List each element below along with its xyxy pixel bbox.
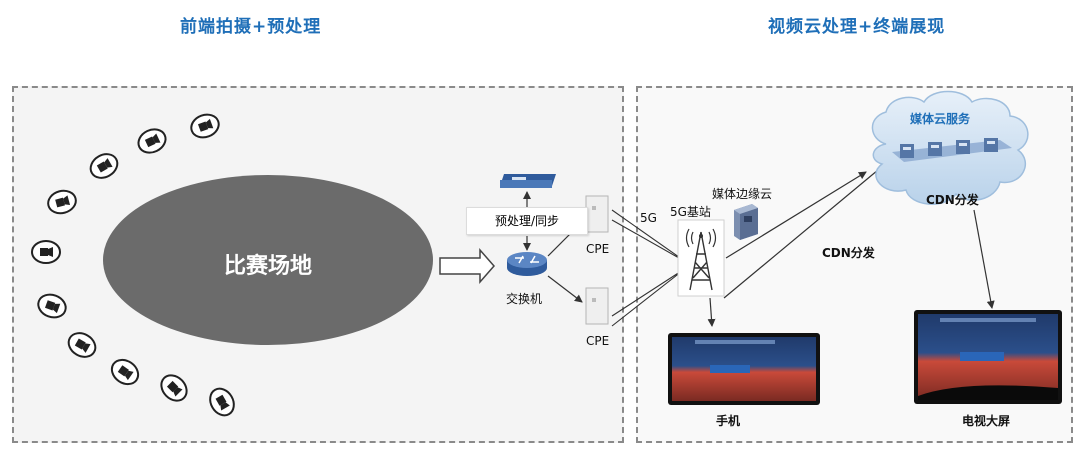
left-section-title: 前端拍摄+预处理 [180,17,322,37]
video-camera-icon [160,374,188,402]
phone-screen-image [668,333,820,405]
cell-tower-icon [677,219,725,297]
cpe-device-icon [585,287,609,325]
video-camera-icon [89,153,119,179]
phone-label: 手机 [716,414,741,428]
video-camera-icon [31,240,61,264]
video-camera-icon [209,387,235,417]
server-icon [500,174,556,188]
link-cloud-to-phone [723,169,879,299]
venue-label: 比赛场地 [224,254,313,279]
link-tower-to-phone [707,297,716,327]
video-camera-icon [47,189,77,215]
video-camera-icon [37,293,67,319]
cloud-cdn-label: CDN分发 [926,193,979,207]
wireless-link-cpe2 [611,267,687,327]
preprocess-sync-box: 预处理/同步 [466,207,588,235]
video-camera-icon [137,128,167,154]
fiveg-link-label: 5G [640,211,657,225]
venue-arena [103,175,433,345]
link-cloud-to-tv [973,209,995,309]
cpe-device-icon [585,195,609,233]
right-section-title: 视频云处理+终端展现 [768,17,946,37]
video-camera-icon [67,332,97,358]
tv-screen-image [914,310,1062,404]
base-station-label: 5G基站 [670,205,711,219]
link-edge-to-cloud [725,171,867,259]
media-cloud-label: 媒体云服务 [910,112,971,126]
preprocess-sync-label: 预处理/同步 [494,214,560,228]
edge-cloud-label: 媒体边缘云 [712,187,773,201]
cpe-1-label: CPE [586,242,610,256]
video-camera-icon [190,113,220,139]
link-switch-cpe2 [547,275,583,303]
edge-server-icon [734,204,758,240]
switch-router-icon [507,252,547,276]
tv-label: 电视大屏 [962,414,1011,428]
cloud-icon [871,90,1029,205]
switch-label: 交换机 [506,292,543,306]
cpe-2-label: CPE [586,334,610,348]
video-camera-icon [110,358,140,386]
cdn-distribution-label: CDN分发 [822,246,875,260]
hollow-arrow [439,248,495,284]
